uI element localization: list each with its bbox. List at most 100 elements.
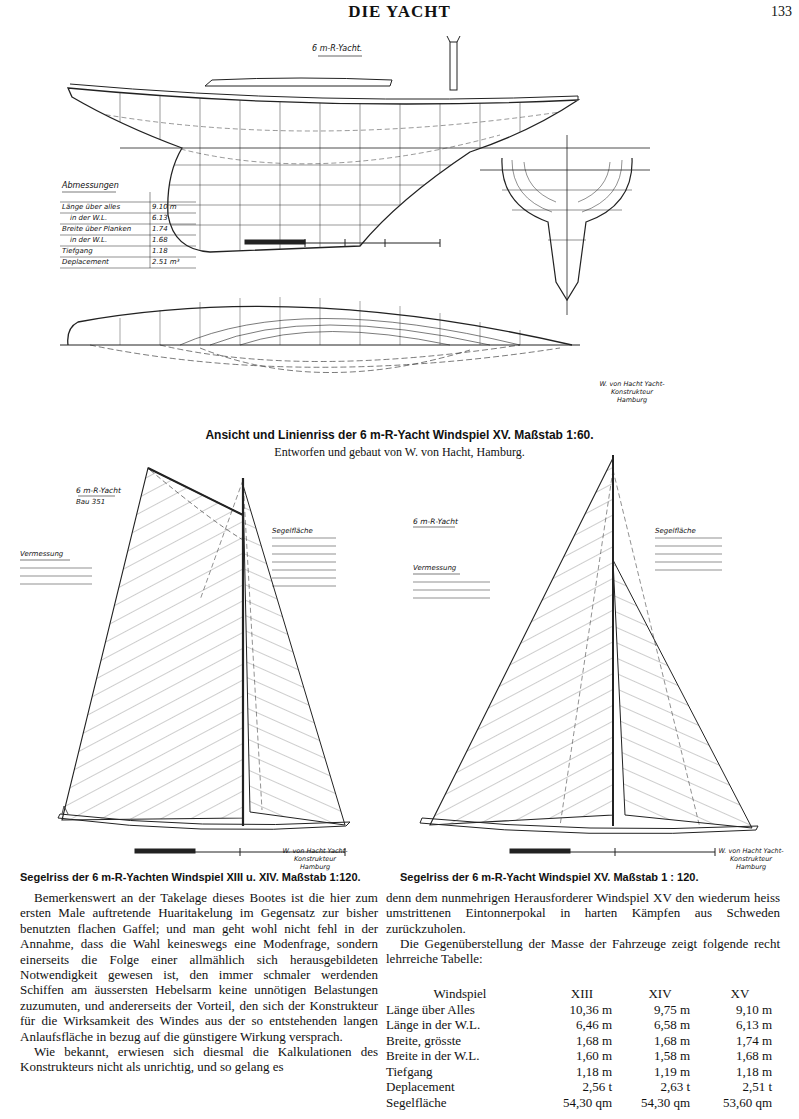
table-cell: 1,18 m <box>696 1064 772 1079</box>
lines-plan-part <box>60 235 196 236</box>
table-cell: 53,60 qm <box>696 1095 772 1110</box>
sail-plan-bermuda-part <box>613 560 752 828</box>
sail-plan-gaff-part <box>200 480 262 810</box>
designer-stamp: W. von Hacht Yacht-Konstrukteur Hamburg <box>280 847 350 871</box>
lines-plan-part-part <box>360 301 361 345</box>
sail-plan-bermuda-part <box>420 818 758 834</box>
lines-plan-part-part <box>120 318 121 345</box>
lines-plan-part <box>60 213 196 214</box>
sail-plan-gaff-part <box>243 485 345 825</box>
lines-plan-part <box>240 332 450 346</box>
sail-plan-gaff-part-part <box>20 584 92 585</box>
page-number: 133 <box>742 3 792 20</box>
dimension-value: 1.74 <box>152 225 196 233</box>
lines-plan-part <box>120 148 650 149</box>
table-cell: Deplacement <box>386 1079 546 1094</box>
page-title: DIE YACHT <box>0 2 799 22</box>
lines-plan-part <box>450 42 457 90</box>
sail-plan-gaff-part <box>58 814 350 830</box>
lines-plan-part <box>60 224 196 225</box>
lines-plan-part-part <box>480 322 481 345</box>
table-cell: Breite, grösste <box>386 1033 546 1048</box>
lines-plan-part <box>150 192 151 268</box>
table-cell: 9,75 m <box>614 1002 690 1017</box>
table-cell: Breite in der W.L. <box>386 1048 546 1063</box>
table-cell: 2,56 t <box>536 1079 612 1094</box>
sail-plan-bermuda-part <box>610 555 760 835</box>
table-header: XIII <box>552 986 612 1001</box>
body-text: Wie bekannt, erwiesen sich diesmal die K… <box>20 1044 378 1075</box>
lines-plan-part-part <box>520 60 521 260</box>
lines-plan-part <box>502 158 632 300</box>
lines-plan-part-part <box>320 60 321 260</box>
lines-plan-part <box>318 56 362 57</box>
lines-plan-part-part <box>440 60 441 260</box>
table-header: XV <box>710 986 770 1001</box>
sail-plan-bermuda-part-part <box>655 562 722 563</box>
sail-plan-bermuda-part-part <box>413 582 490 583</box>
lines-plan-part <box>502 190 632 191</box>
lines-plan-part-part <box>60 165 600 166</box>
sail-plan-bermuda-part <box>615 848 616 856</box>
lines-plan-part <box>60 246 196 247</box>
lines-plan-part-part <box>240 298 241 345</box>
lines-plan-part-part <box>480 60 481 260</box>
sail-plan-gaff <box>20 460 360 856</box>
plan-heading: 6 m-R-Yacht. <box>312 44 372 54</box>
table-heading: Segelfläche <box>272 527 342 535</box>
lines-plan-part <box>210 325 490 345</box>
dimension-value: 6.13 <box>152 214 196 222</box>
sail-plan-bermuda-part <box>715 848 716 856</box>
lines-plan-part <box>512 160 622 212</box>
dimension-name: Breite über Planken <box>62 225 150 233</box>
sail-plan-bermuda-part <box>413 574 460 575</box>
sail-plan-gaff-part <box>150 470 243 540</box>
lines-plan-part <box>200 348 470 373</box>
lines-plan-part <box>60 257 196 258</box>
lines-plan-part <box>447 36 460 42</box>
table-cell: 1,18 m <box>536 1064 612 1079</box>
sail-plan-gaff-part <box>62 806 68 814</box>
designer-stamp: W. von Hacht Yacht-Konstrukteur Hamburg <box>716 847 786 871</box>
lines-plan-part-part <box>280 60 281 260</box>
sail-plan-bermuda-part-part <box>655 538 722 539</box>
table-header: Windspiel <box>420 986 500 1001</box>
sail-plan-gaff-part-part <box>272 546 336 547</box>
sail-plan-bermuda-part-part <box>655 554 722 555</box>
table-cell: 2,63 t <box>614 1079 690 1094</box>
plan-heading: 6 m-R-Yacht <box>413 517 473 526</box>
sail-plan-gaff-part-part <box>272 554 336 555</box>
table-cell: 10,36 m <box>536 1002 612 1017</box>
table-cell: 9,10 m <box>696 1002 772 1017</box>
lines-plan-part-part <box>60 185 600 186</box>
lines-plan-part-part <box>400 306 401 345</box>
lines-plan-part <box>205 78 392 86</box>
sail-plan-gaff-part-part <box>272 586 336 587</box>
lines-plan-part <box>60 60 600 260</box>
lines-plan-part-part <box>200 60 201 260</box>
lines-plan-part <box>120 297 520 345</box>
sail-plan-gaff-part <box>60 460 360 830</box>
sail-plan-bermuda-part-part <box>655 546 722 547</box>
sail-plan-gaff-part-part <box>272 570 336 571</box>
lines-plan-part <box>60 202 196 203</box>
lines-plan-part-part <box>160 310 161 345</box>
plan-heading: 6 m-R-Yacht <box>76 486 136 495</box>
table-cell: 2,51 t <box>696 1079 772 1094</box>
sail-plan-bermuda-part-part <box>655 570 722 571</box>
table-cell: 6,46 m <box>536 1017 612 1032</box>
lines-plan-part-part <box>200 302 201 345</box>
lines-plan-part <box>567 135 568 315</box>
sail-plan-bermuda-part <box>425 450 620 830</box>
lines-plan-part <box>480 170 650 171</box>
table-heading: Segelfläche <box>655 527 725 535</box>
lines-plan <box>60 36 650 373</box>
table-cell: 1,58 m <box>614 1048 690 1063</box>
lines-plan-part-part <box>280 297 281 345</box>
table-cell: Segelfläche <box>386 1095 546 1110</box>
table-cell: 54,30 qm <box>614 1095 690 1110</box>
lines-plan-part <box>345 239 346 247</box>
dimension-name: Deplacement <box>62 258 150 266</box>
lines-plan-part <box>60 268 196 269</box>
designer-stamp: W. von Hacht Yacht-Konstrukteur Hamburg <box>596 380 668 404</box>
